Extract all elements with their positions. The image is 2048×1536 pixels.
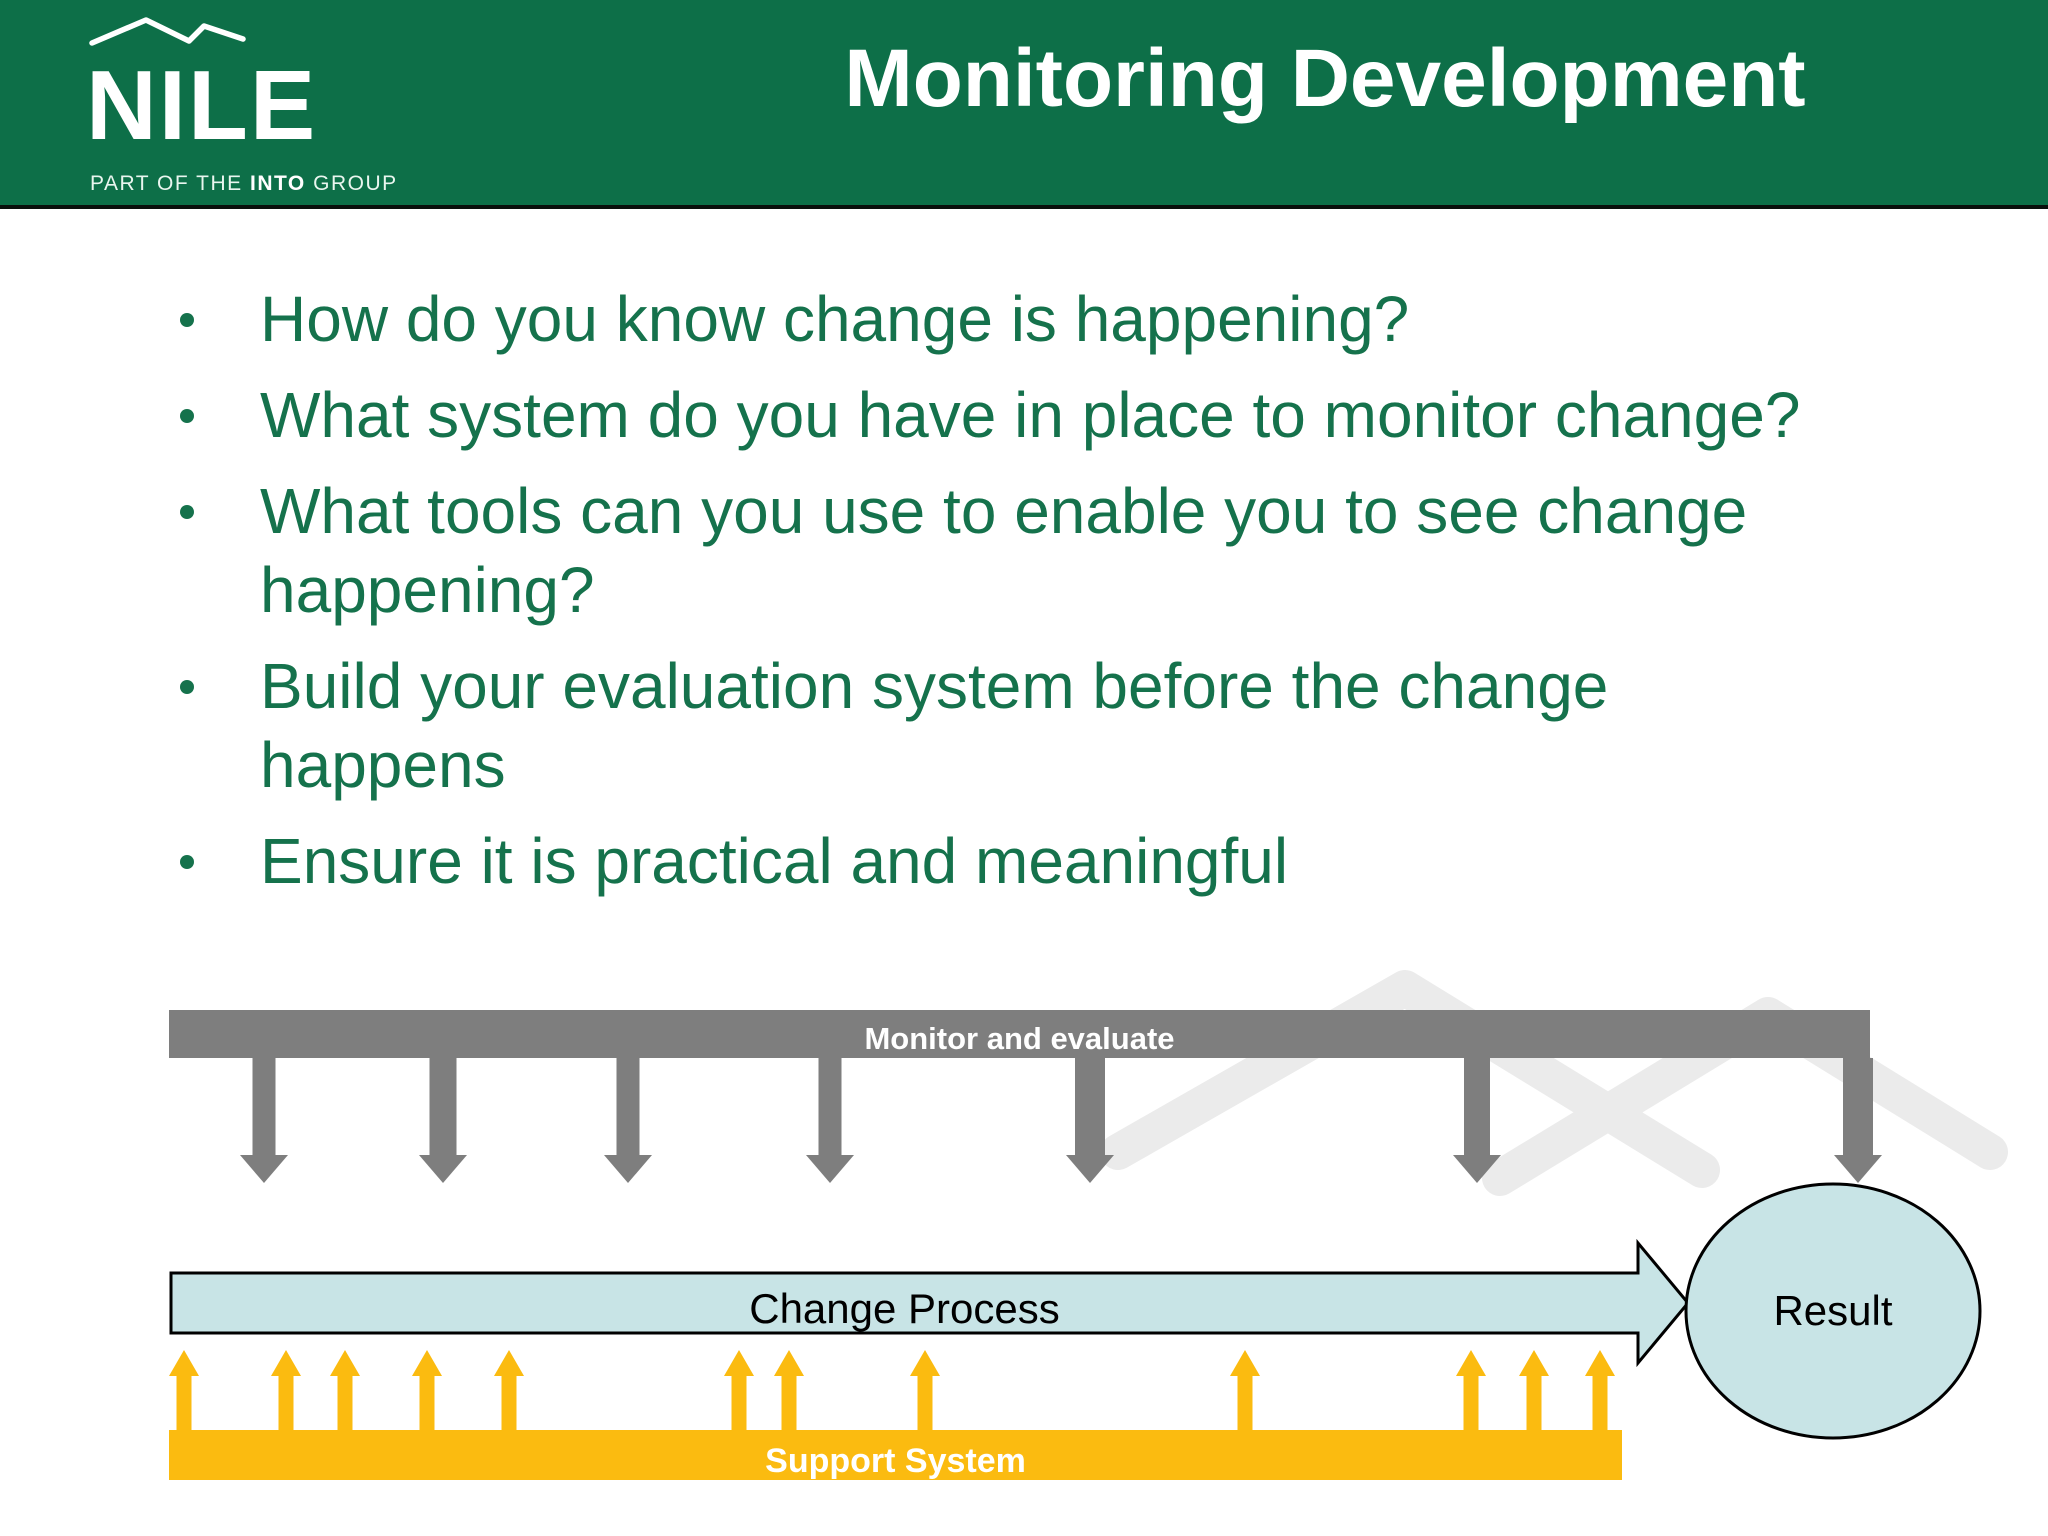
down-arrow [604, 1058, 652, 1183]
nile-mountain-icon [89, 17, 246, 46]
change-process-label: Change Process [749, 1285, 1060, 1332]
up-arrow [494, 1350, 524, 1430]
tagline-prefix: PART OF THE [90, 172, 250, 195]
bullet-item: What system do you have in place to moni… [170, 376, 1970, 455]
down-arrow [1453, 1058, 1501, 1183]
monitor-bar-label: Monitor and evaluate [864, 1021, 1175, 1056]
header-banner: NILE PART OF THE INTO GROUP Monitoring D… [0, 0, 2048, 209]
nile-logo-tagline: PART OF THE INTO GROUP [90, 172, 398, 196]
result-label: Result [1773, 1287, 1893, 1334]
down-arrow [419, 1058, 467, 1183]
nile-logo-wordmark: NILE [86, 50, 318, 160]
up-arrow [1230, 1350, 1260, 1430]
up-arrow [271, 1350, 301, 1430]
tagline-suffix: GROUP [305, 172, 398, 195]
bullet-item: How do you know change is happening? [170, 280, 1970, 359]
down-arrow [240, 1058, 288, 1183]
up-arrow [1519, 1350, 1549, 1430]
down-arrow [806, 1058, 854, 1183]
bullet-item: What tools can you use to enable you to … [170, 472, 1970, 630]
support-bar-label: Support System [765, 1441, 1026, 1480]
bullet-list: How do you know change is happening? Wha… [170, 280, 1970, 918]
up-arrow [1456, 1350, 1486, 1430]
bullet-item: Ensure it is practical and meaningful [170, 822, 1970, 901]
up-arrow [774, 1350, 804, 1430]
down-arrow [1834, 1058, 1882, 1183]
monitor-bar: Monitor and evaluate [169, 1010, 1870, 1058]
up-arrow [169, 1350, 199, 1430]
up-arrow [1585, 1350, 1615, 1430]
up-arrow [412, 1350, 442, 1430]
page-title: Monitoring Development [844, 33, 1806, 124]
bullet-item: Build your evaluation system before the … [170, 647, 1970, 805]
tagline-into: INTO [249, 172, 306, 195]
up-arrow [724, 1350, 754, 1430]
result-ellipse [1684, 1182, 1982, 1440]
up-arrow [910, 1350, 940, 1430]
down-arrow [1066, 1058, 1114, 1183]
up-arrow [330, 1350, 360, 1430]
support-bar: Support System [169, 1430, 1622, 1480]
